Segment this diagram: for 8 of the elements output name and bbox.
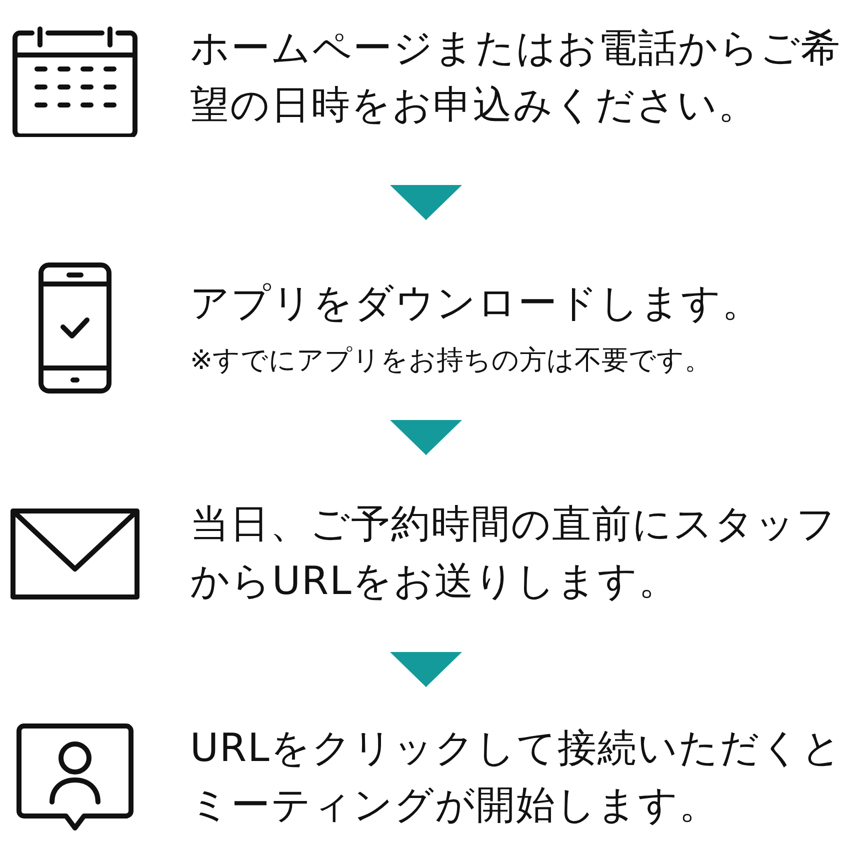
arrow (390, 652, 462, 688)
step-text: アプリをダウンロードします。 (190, 280, 763, 328)
step-text: URLをクリックして接続いただくとミーティングが開始します。 (190, 725, 844, 830)
note-text: ※すでにアプリをお持ちの方は不要です。 (190, 344, 713, 378)
arrow (390, 420, 462, 456)
step-text: ホームページまたはお電話からご希望の日時をお申込みください。 (190, 24, 842, 130)
arrow (390, 184, 462, 220)
step-text: 当日、ご予約時間の直前にスタッフからURLをお送りします。 (190, 500, 838, 606)
